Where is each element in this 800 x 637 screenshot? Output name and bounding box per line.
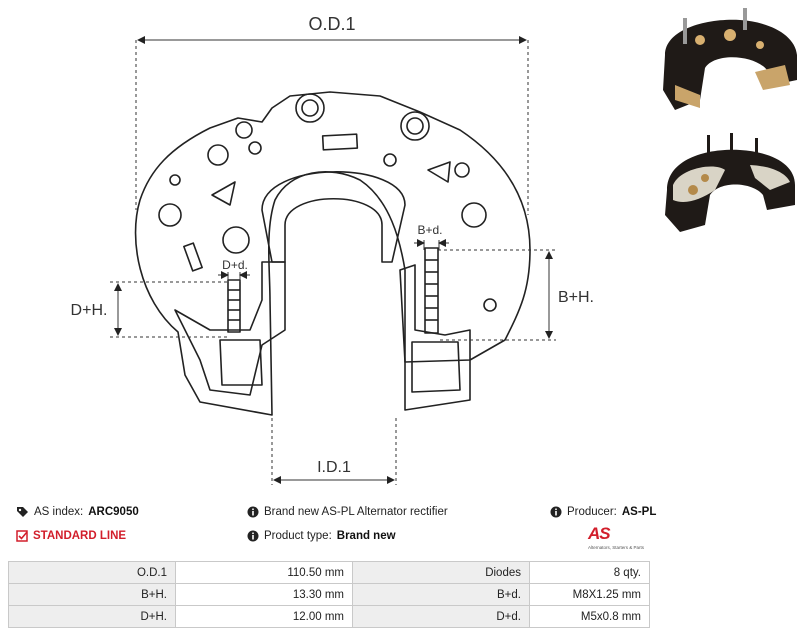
bh-label: B+H. xyxy=(558,289,594,306)
as-index-row: AS index: ARC9050 xyxy=(16,506,139,518)
technical-drawing: O.D.1 I.D.1 D+H. B+H. B+d. D+d. xyxy=(71,14,594,485)
info-icon xyxy=(247,530,259,542)
producer-row: Producer: AS-PL xyxy=(550,506,656,518)
logo-tagline: Alternators, Starters & Parts xyxy=(588,545,645,550)
product-photos xyxy=(663,8,797,232)
product-type-label: Product type: xyxy=(264,530,332,542)
table-row: O.D.1 110.50 mm Diodes 8 qty. xyxy=(8,561,650,584)
as-index-value: ARC9050 xyxy=(88,506,139,518)
spec-value: 12.00 mm xyxy=(175,605,353,628)
spec-label: O.D.1 xyxy=(8,561,176,584)
spec-label: B+d. xyxy=(352,583,530,606)
producer-value: AS-PL xyxy=(621,506,657,518)
description-row: Brand new AS-PL Alternator rectifier xyxy=(247,506,448,518)
bd-label: B+d. xyxy=(417,223,442,237)
as-index-label: AS index: xyxy=(34,506,84,518)
specs-table: O.D.1 110.50 mm Diodes 8 qty. B+H. 13.30… xyxy=(8,561,650,628)
logo-mark: AS xyxy=(588,524,611,543)
id-label: I.D.1 xyxy=(317,459,351,476)
product-photo-bottom xyxy=(665,133,795,232)
product-type-value: Brand new xyxy=(336,530,396,542)
as-pl-logo: AS Alternators, Starters & Parts xyxy=(588,524,648,552)
stud-right xyxy=(424,247,439,334)
check-square-icon xyxy=(16,530,28,542)
center-hole xyxy=(261,171,406,263)
spec-value: 13.30 mm xyxy=(175,583,353,606)
description-text: Brand new AS-PL Alternator rectifier xyxy=(264,506,448,518)
rectifier-outline xyxy=(134,91,531,416)
info-icon xyxy=(247,506,259,518)
spec-label: Diodes xyxy=(352,561,530,584)
spec-label: D+H. xyxy=(8,605,176,628)
stud-left xyxy=(227,279,241,333)
spec-label: D+d. xyxy=(352,605,530,628)
producer-label: Producer: xyxy=(567,506,617,518)
product-photo-top xyxy=(663,8,797,110)
product-type-row: Product type: Brand new xyxy=(247,530,396,542)
table-row: D+H. 12.00 mm D+d. M5x0.8 mm xyxy=(8,605,650,628)
table-row: B+H. 13.30 mm B+d. M8X1.25 mm xyxy=(8,583,650,606)
spec-value: M5x0.8 mm xyxy=(529,605,650,628)
tag-icon xyxy=(17,507,28,517)
spec-label: B+H. xyxy=(8,583,176,606)
od-label: O.D.1 xyxy=(308,14,355,34)
dd-label: D+d. xyxy=(222,258,248,272)
info-icon xyxy=(550,506,562,518)
standard-line-label: STANDARD LINE xyxy=(33,530,127,542)
spec-value: M8X1.25 mm xyxy=(529,583,650,606)
standard-line-row: STANDARD LINE xyxy=(16,530,126,542)
spec-value: 8 qty. xyxy=(529,561,650,584)
dh-label: D+H. xyxy=(71,302,108,319)
spec-value: 110.50 mm xyxy=(175,561,353,584)
